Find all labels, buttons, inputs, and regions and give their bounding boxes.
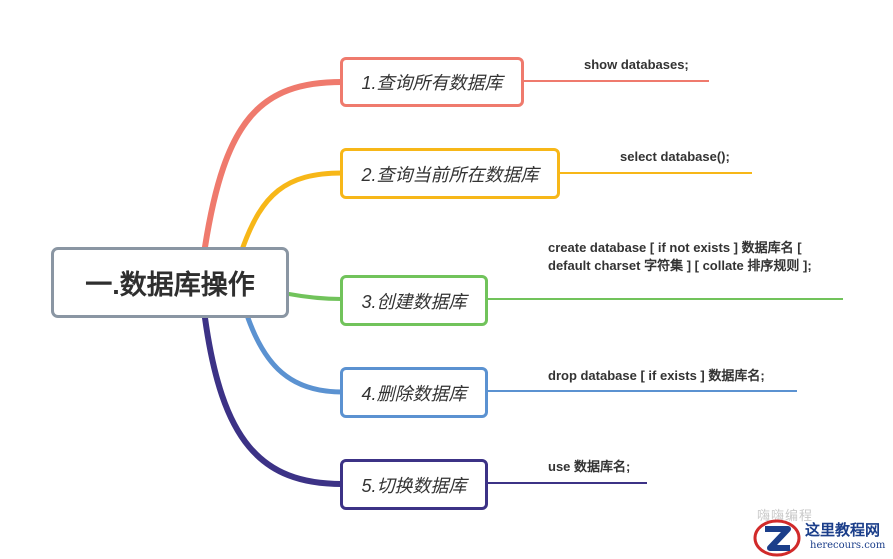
branch-topic-4[interactable]: 4.删除数据库 [340,367,488,418]
note-select-database: select database(); [620,149,730,164]
connector-curve-4 [245,315,345,395]
connector-curve-2 [240,170,345,250]
logo-url: herecours.com [810,540,886,551]
watermark-text: 嗨嗨编程 [757,508,814,523]
branch-topic-5[interactable]: 5.切换数据库 [340,459,488,510]
branch-topic-2[interactable]: 2.查询当前所在数据库 [340,148,560,199]
connector-curve-5 [202,315,345,487]
note-use-database: use 数据库名; [548,459,631,474]
branch-topic-1[interactable]: 1.查询所有数据库 [340,57,524,107]
note-show-databases: show databases; [584,57,689,72]
root-topic[interactable]: 一.数据库操作 [51,247,289,318]
connector-curve-1 [202,79,345,250]
site-logo-icon [753,519,801,557]
note-drop-database: drop database [ if exists ] 数据库名; [548,368,765,383]
note-create-database: create database [ if not exists ] 数据库名 [… [548,240,812,273]
connector-curve-3 [287,292,344,301]
logo-title: 这里教程网 [805,521,881,539]
branch-topic-3[interactable]: 3.创建数据库 [340,275,488,326]
